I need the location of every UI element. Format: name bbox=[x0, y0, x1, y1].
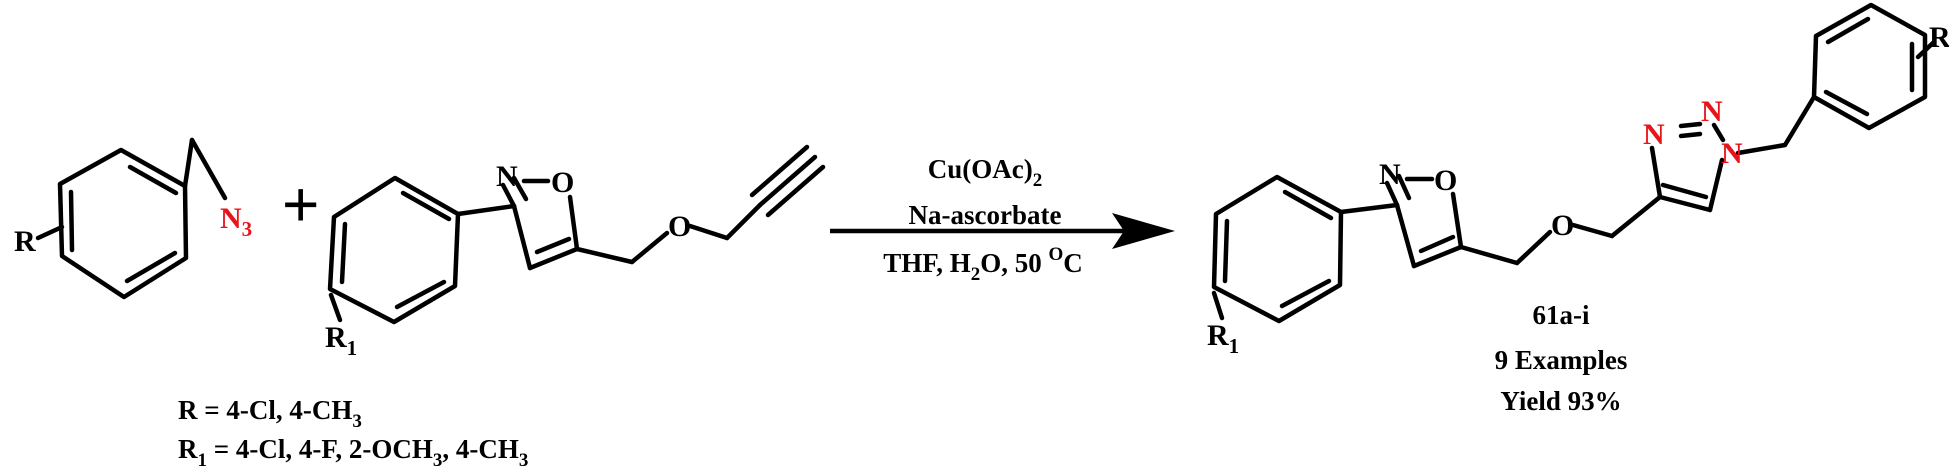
product-substituent-r-label: R bbox=[1929, 21, 1949, 54]
product-isoxazole-ring bbox=[1384, 173, 1464, 269]
aryl-isoxazole-bond bbox=[455, 203, 517, 217]
product-ch2-bond-2 bbox=[1609, 194, 1663, 239]
r1-definition: R1 = 4-Cl, 4-F, 2-OCH3, 4-CH3 bbox=[178, 434, 528, 471]
alkyne-triple-bond bbox=[749, 144, 826, 218]
triazole-n1-label: N bbox=[1721, 137, 1743, 170]
triazole-n2-label: N bbox=[1701, 95, 1723, 128]
isoxazole-ring-1 bbox=[500, 175, 580, 271]
product-ether-o-label: O bbox=[1551, 209, 1574, 242]
ch2-bond-1 bbox=[574, 246, 635, 265]
product-benzylic-bond bbox=[1782, 94, 1817, 148]
product-isoxazole-n-label: N bbox=[1379, 158, 1401, 191]
product-aryl-isoxazole-bond bbox=[1338, 202, 1400, 215]
product-benzene-ring-2 bbox=[1811, 2, 1928, 131]
substituent-definitions: R = 4-Cl, 4-CH3 R1 = 4-Cl, 4-F, 2-OCH3, … bbox=[178, 395, 528, 471]
propargyl-isoxazole-structure: N O O R1 bbox=[325, 144, 826, 360]
azide-subscript: 3 bbox=[242, 217, 253, 241]
substituent-r-label: R bbox=[14, 225, 36, 258]
azide-n: N bbox=[220, 202, 242, 235]
product-isoxazole-o-label: O bbox=[1434, 164, 1457, 197]
benzene-ring-2 bbox=[327, 175, 461, 325]
ether-bond-1 bbox=[629, 230, 670, 265]
triazole-n3-label: N bbox=[1643, 118, 1665, 151]
yield-label: Yield 93% bbox=[1500, 386, 1621, 416]
triazole-ring bbox=[1649, 121, 1726, 213]
product-structure: N O O N N N R R1 bbox=[1207, 2, 1949, 358]
product-benzene-ring-1 bbox=[1211, 174, 1344, 324]
azide-group-label: N3 bbox=[220, 202, 252, 241]
product-ether-bond-2 bbox=[1570, 222, 1615, 239]
ether-bond-2 bbox=[687, 223, 730, 241]
substituent-r1-label: R1 bbox=[325, 321, 357, 360]
reaction-conditions: Cu(OAc)2 Na-ascorbate THF, H2O, 50 OC bbox=[883, 154, 1083, 285]
ether-o-label: O bbox=[668, 210, 691, 243]
solvent-temperature-label: THF, H2O, 50 OC bbox=[883, 244, 1083, 285]
azide-bond bbox=[189, 137, 228, 201]
compound-id-label: 61a-i bbox=[1533, 300, 1590, 330]
product-substituent-bond-r bbox=[1915, 39, 1937, 60]
reductant-label: Na-ascorbate bbox=[909, 200, 1062, 230]
propargyl-ch2-bond bbox=[724, 202, 763, 241]
catalyst-label: Cu(OAc)2 bbox=[928, 154, 1042, 191]
product-substituent-bond-r1 bbox=[1211, 290, 1225, 321]
examples-count-label: 9 Examples bbox=[1495, 345, 1628, 375]
product-ether-bond-1 bbox=[1514, 229, 1553, 266]
benzylic-bond bbox=[182, 137, 195, 189]
benzyl-azide-structure: R N3 bbox=[14, 137, 252, 300]
plus-sign: + bbox=[282, 168, 319, 240]
product-substituent-r1-label: R1 bbox=[1207, 319, 1239, 358]
isoxazole-o-label: O bbox=[551, 166, 574, 199]
product-ch2-bond-1 bbox=[1458, 244, 1520, 266]
r-definition: R = 4-Cl, 4-CH3 bbox=[178, 395, 362, 432]
product-annotation: 61a-i 9 Examples Yield 93% bbox=[1495, 300, 1628, 416]
isoxazole-n-label: N bbox=[496, 160, 518, 193]
substituent-bond-r bbox=[35, 224, 65, 241]
substituent-bond-r1 bbox=[328, 292, 343, 323]
triazole-benzyl-bond bbox=[1735, 142, 1788, 156]
benzene-ring-1 bbox=[57, 147, 189, 300]
reaction-arrow bbox=[830, 213, 1175, 249]
